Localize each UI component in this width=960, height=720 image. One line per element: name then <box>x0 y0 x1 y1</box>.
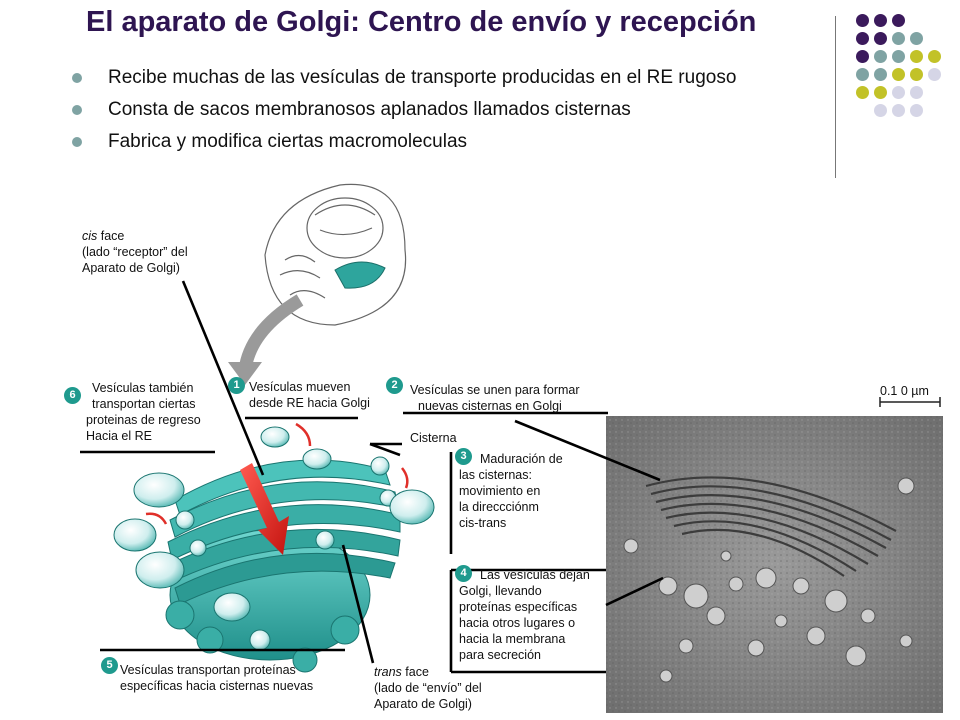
step-1-badge: 1 <box>228 377 245 394</box>
electron-micrograph <box>606 416 943 713</box>
decorative-dot <box>892 14 905 27</box>
movement-arrows <box>145 422 409 525</box>
zoom-arrow-head <box>228 362 262 385</box>
step-1-label: Vesículas mueven desde RE hacia Golgi <box>249 380 370 410</box>
decorative-dot <box>856 68 869 81</box>
decorative-dot <box>856 32 869 45</box>
decorative-dot <box>874 104 887 117</box>
decorative-dot <box>892 32 905 45</box>
title-divider-line <box>835 16 836 178</box>
bullet-item: Consta de sacos membranosos aplanados ll… <box>70 98 830 121</box>
cell-golgi-highlight <box>334 261 386 289</box>
trans-face-label: trans face (lado de “envío” del Aparato … <box>374 665 482 711</box>
bullet-icon <box>72 105 82 115</box>
decorative-dot <box>874 50 887 63</box>
decorative-dot <box>892 104 905 117</box>
bullet-item: Recibe muchas de las vesículas de transp… <box>70 66 830 89</box>
step-4-label: Las vesículas dejan Golgi, llevando prot… <box>459 568 590 662</box>
scale-bar <box>879 397 941 407</box>
decorative-dot <box>910 68 923 81</box>
bullet-icon <box>72 73 82 83</box>
decorative-dot <box>910 32 923 45</box>
decorative-dot <box>928 50 941 63</box>
scale-bar-label: 0.1 0 µm <box>880 384 929 398</box>
decorative-dot <box>874 86 887 99</box>
bullet-list: Recibe muchas de las vesículas de transp… <box>70 66 830 162</box>
decorative-dot <box>856 50 869 63</box>
decorative-dot <box>910 104 923 117</box>
decorative-dot <box>856 86 869 99</box>
decorative-dot <box>910 50 923 63</box>
decorative-dot <box>874 14 887 27</box>
zoom-arrow <box>238 294 304 372</box>
cell-sketch <box>264 183 407 326</box>
decorative-dot <box>874 32 887 45</box>
step-2-label: Vesículas se unen para formar nuevas cis… <box>410 383 580 413</box>
decorative-dot <box>892 86 905 99</box>
decorative-dot <box>874 68 887 81</box>
leader-lines <box>80 280 664 674</box>
decorative-dot <box>892 50 905 63</box>
golgi-stack <box>165 456 401 673</box>
micrograph-image <box>606 416 943 713</box>
decorative-dot <box>928 68 941 81</box>
cis-trans-arrow <box>240 463 289 555</box>
bullet-icon <box>72 137 82 147</box>
decorative-dot <box>910 86 923 99</box>
cis-face-label: cis face (lado “receptor” del Aparato de… <box>82 229 188 275</box>
step-6-badge: 6 <box>64 387 81 404</box>
step-2-badge: 2 <box>386 377 403 394</box>
step-5-label: Vesículas transportan proteínas específi… <box>120 663 314 693</box>
decorative-dot <box>856 14 869 27</box>
bullet-item: Fabrica y modifica ciertas macromolecula… <box>70 130 830 153</box>
step-5-badge: 5 <box>101 657 118 674</box>
step-4-badge: 4 <box>455 565 472 582</box>
slide-title: El aparato de Golgi: Centro de envío y r… <box>86 6 757 38</box>
step-6-label: Vesículas también transportan ciertas pr… <box>86 381 201 443</box>
decorative-dot <box>892 68 905 81</box>
step-3-label: Maduración de las cisternas: movimiento … <box>459 452 563 530</box>
transport-vesicles <box>113 426 435 622</box>
cisterna-label: Cisterna <box>410 431 457 445</box>
step-3-badge: 3 <box>455 448 472 465</box>
